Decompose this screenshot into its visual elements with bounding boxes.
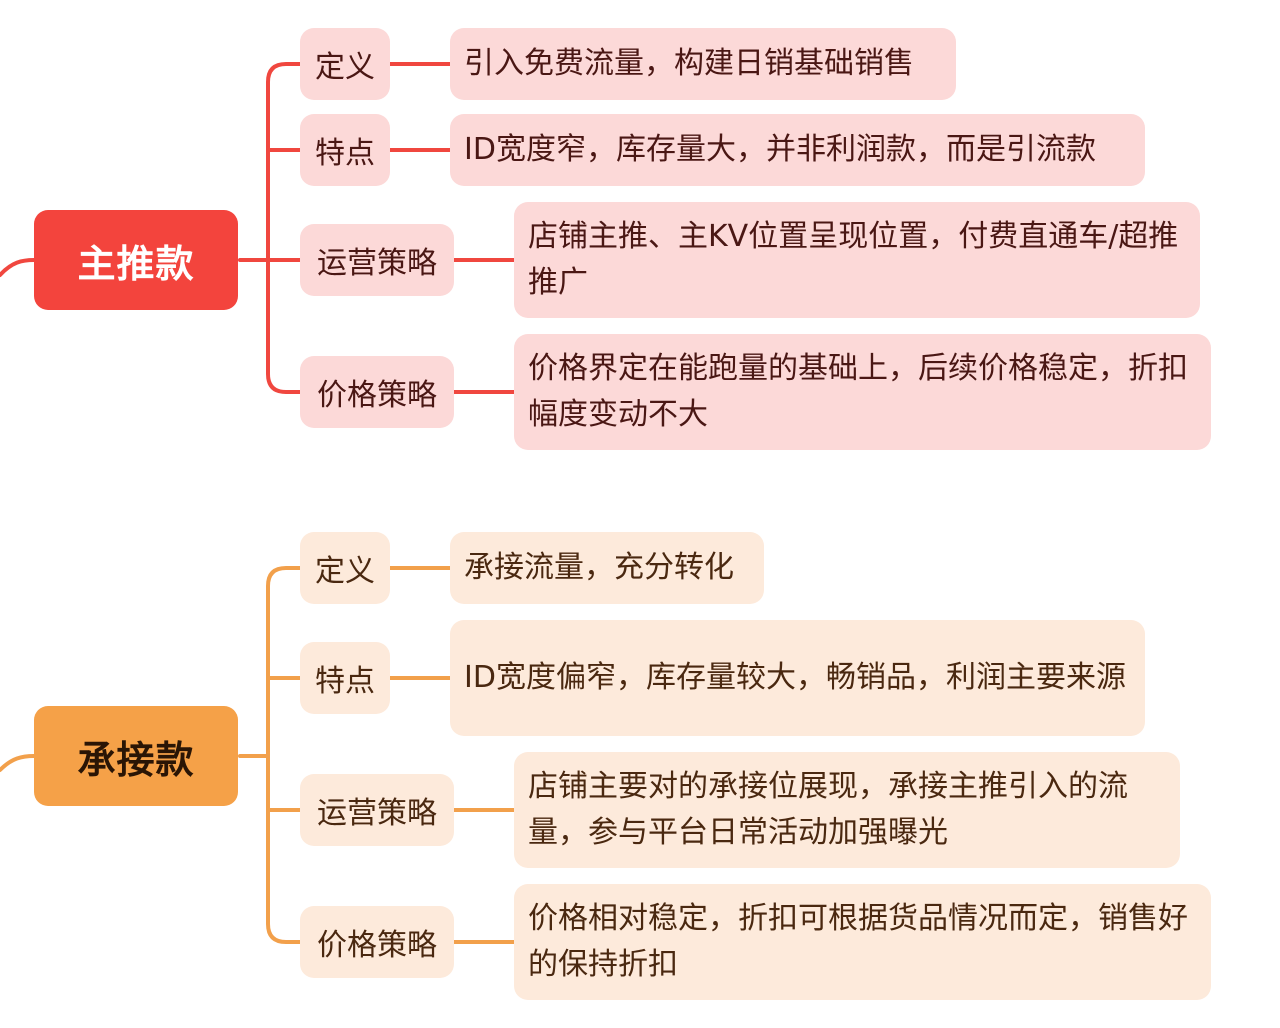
detail-text: 店铺主推、主KV位置呈现位置，付费直通车/超推推广: [528, 219, 1179, 300]
label-node-price-strategy[interactable]: 价格策略: [300, 906, 454, 978]
detail-text: ID宽度偏窄，库存量较大，畅销品，利润主要来源: [464, 660, 1126, 695]
orange-branch-connectors: [0, 566, 516, 944]
connector-root-to-labels-red: [238, 62, 302, 394]
detail-text: 价格相对稳定，折扣可根据货品情况而定，销售好的保持折扣: [528, 901, 1188, 982]
detail-text: 价格界定在能跑量的基础上，后续价格稳定，折扣幅度变动不大: [528, 351, 1188, 432]
label-node-definition[interactable]: 定义: [300, 28, 390, 100]
connector-root-to-labels-orange: [238, 566, 302, 944]
label-node-features[interactable]: 特点: [300, 114, 390, 186]
detail-node-price-strategy[interactable]: 价格界定在能跑量的基础上，后续价格稳定，折扣幅度变动不大: [514, 334, 1211, 450]
red-branch-connectors: [0, 62, 516, 394]
detail-node-operation-strategy[interactable]: 店铺主推、主KV位置呈现位置，付费直通车/超推推广: [514, 202, 1200, 318]
detail-text: 引入免费流量，构建日销基础销售: [464, 46, 914, 81]
label-node-price-strategy[interactable]: 价格策略: [300, 356, 454, 428]
root-node-follow-up[interactable]: 承接款: [34, 706, 238, 806]
detail-text: 承接流量，充分转化: [464, 550, 734, 585]
detail-node-features[interactable]: ID宽度偏窄，库存量较大，畅销品，利润主要来源: [450, 620, 1145, 736]
label-node-operation-strategy[interactable]: 运营策略: [300, 774, 454, 846]
detail-text: ID宽度窄，库存量大，并非利润款，而是引流款: [464, 132, 1096, 167]
label-node-definition[interactable]: 定义: [300, 532, 390, 604]
connector-from-left-orange: [0, 754, 36, 772]
detail-node-definition[interactable]: 承接流量，充分转化: [450, 532, 764, 604]
detail-text: 店铺主要对的承接位展现，承接主推引入的流量，参与平台日常活动加强曝光: [528, 769, 1128, 850]
label-node-operation-strategy[interactable]: 运营策略: [300, 224, 454, 296]
detail-node-operation-strategy[interactable]: 店铺主要对的承接位展现，承接主推引入的流量，参与平台日常活动加强曝光: [514, 752, 1180, 868]
root-node-main-push[interactable]: 主推款: [34, 210, 238, 310]
detail-node-features[interactable]: ID宽度窄，库存量大，并非利润款，而是引流款: [450, 114, 1145, 186]
detail-node-price-strategy[interactable]: 价格相对稳定，折扣可根据货品情况而定，销售好的保持折扣: [514, 884, 1211, 1000]
label-node-features[interactable]: 特点: [300, 642, 390, 714]
connector-from-left-red: [0, 258, 36, 277]
detail-node-definition[interactable]: 引入免费流量，构建日销基础销售: [450, 28, 956, 100]
